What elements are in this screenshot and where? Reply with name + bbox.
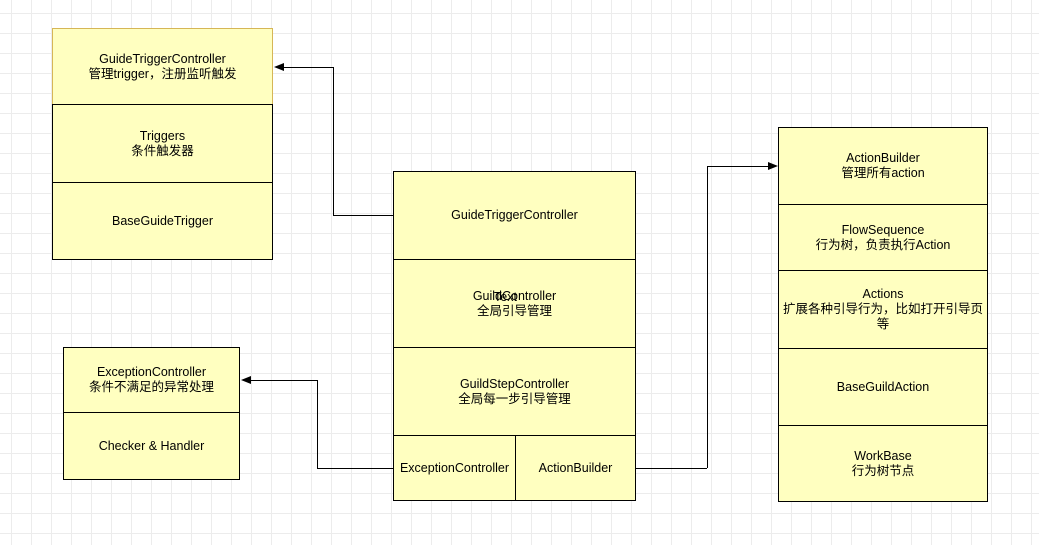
flow-sequence-cell: FlowSequence 行为树，负责执行Action xyxy=(779,205,987,270)
action-builder-header: ActionBuilder 管理所有action xyxy=(779,128,987,204)
center-action-builder-cell: ActionBuilder xyxy=(538,460,613,475)
triggers-box[interactable]: Triggers 条件触发器 xyxy=(52,104,273,183)
arrow-head-left-icon xyxy=(241,376,251,384)
connector-action-segment xyxy=(707,166,708,468)
arrow-head-left-icon xyxy=(274,63,284,71)
connector-trigger-segment xyxy=(333,215,393,216)
triggers-desc: 条件触发器 xyxy=(131,143,194,158)
checker-handler-cell: Checker & Handler xyxy=(98,438,205,453)
guild-controller-title: GuildController xyxy=(472,288,557,303)
actions-box[interactable]: Actions 扩展各种引导行为，比如打开引导页等 xyxy=(778,270,988,349)
connector-exception-segment xyxy=(317,468,393,469)
base-guide-trigger-box[interactable]: BaseGuideTrigger xyxy=(52,182,273,260)
base-guild-action-box[interactable]: BaseGuildAction xyxy=(778,348,988,426)
flow-sequence-box[interactable]: FlowSequence 行为树，负责执行Action xyxy=(778,204,988,271)
connector-action-segment xyxy=(707,166,768,167)
guild-controller-cell: GuildController 全局引导管理 xyxy=(394,260,635,347)
exception-controller-header: ExceptionController 条件不满足的异常处理 xyxy=(64,348,239,412)
checker-handler-box[interactable]: Checker & Handler xyxy=(63,412,240,480)
connector-action-segment xyxy=(636,468,707,469)
base-guild-action-cell: BaseGuildAction xyxy=(836,379,930,394)
action-builder-title: ActionBuilder xyxy=(846,151,920,165)
center-trigger-controller-box[interactable]: GuideTriggerController xyxy=(393,171,636,260)
connector-trigger-segment xyxy=(283,67,333,68)
exception-controller-box[interactable]: ExceptionController 条件不满足的异常处理 xyxy=(63,347,240,413)
flow-sequence-title: FlowSequence xyxy=(841,222,925,237)
actions-title: Actions xyxy=(862,287,904,301)
trigger-controller-header: GuideTriggerController 管理trigger，注册监听触发 xyxy=(53,29,272,104)
guild-step-controller-box[interactable]: GuildStepController 全局每一步引导管理 xyxy=(393,347,636,436)
center-trigger-controller-cell: GuideTriggerController xyxy=(451,208,578,222)
guild-step-controller-title: GuildStepController xyxy=(459,376,570,391)
overlay-text: Text xyxy=(494,290,517,304)
guild-controller-box[interactable]: GuildController 全局引导管理 Text xyxy=(393,259,636,348)
arrow-head-right-icon xyxy=(768,162,778,170)
triggers-title: Triggers xyxy=(139,128,186,143)
center-action-builder-box[interactable]: ActionBuilder xyxy=(515,435,636,501)
trigger-controller-desc: 管理trigger，注册监听触发 xyxy=(88,66,237,81)
actions-desc: 扩展各种引导行为，比如打开引导页等 xyxy=(782,302,983,331)
action-builder-desc: 管理所有action xyxy=(841,166,925,180)
exception-controller-desc: 条件不满足的异常处理 xyxy=(88,380,214,394)
flow-sequence-desc: 行为树，负责执行Action xyxy=(815,237,951,252)
actions-cell: Actions 扩展各种引导行为，比如打开引导页等 xyxy=(779,271,987,348)
trigger-controller-title: GuideTriggerController xyxy=(99,51,226,66)
work-base-title: WorkBase xyxy=(854,448,912,463)
trigger-controller-box[interactable]: GuideTriggerController 管理trigger，注册监听触发 xyxy=(52,28,273,105)
center-exception-controller-box[interactable]: ExceptionController xyxy=(393,435,516,501)
center-exception-controller-cell: ExceptionController xyxy=(399,460,510,475)
triggers-cell: Triggers 条件触发器 xyxy=(53,105,272,182)
work-base-desc: 行为树节点 xyxy=(851,463,915,478)
connector-trigger-segment xyxy=(333,67,334,215)
guild-step-controller-cell: GuildStepController 全局每一步引导管理 xyxy=(394,348,635,435)
connector-exception-segment xyxy=(317,380,318,468)
connector-exception-segment xyxy=(250,380,317,381)
base-guide-trigger-cell: BaseGuideTrigger xyxy=(112,213,213,228)
guild-step-controller-desc: 全局每一步引导管理 xyxy=(458,391,571,406)
exception-controller-title: ExceptionController xyxy=(96,365,207,379)
action-builder-box[interactable]: ActionBuilder 管理所有action xyxy=(778,127,988,205)
work-base-box[interactable]: WorkBase 行为树节点 xyxy=(778,425,988,502)
guild-controller-desc: 全局引导管理 xyxy=(476,303,552,318)
work-base-cell: WorkBase 行为树节点 xyxy=(779,426,987,501)
